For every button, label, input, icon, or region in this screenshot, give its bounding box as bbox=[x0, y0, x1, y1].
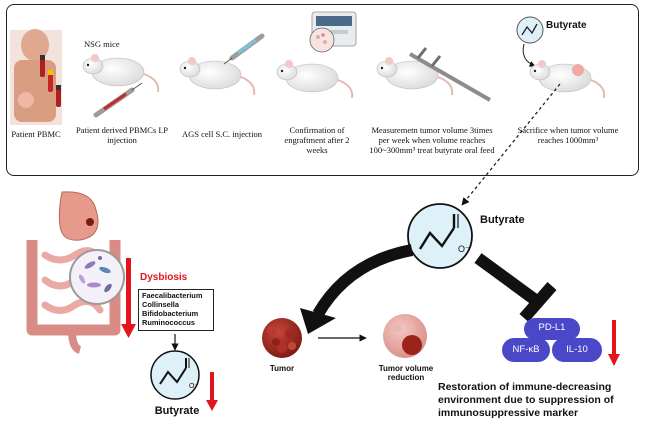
bacteria-item: Ruminococcus bbox=[142, 317, 195, 327]
butyrate-molecule-icon: O⁻ bbox=[150, 350, 200, 400]
tumor-icon bbox=[262, 318, 302, 358]
marker-il-10 bbox=[552, 338, 602, 362]
stomach-icon bbox=[58, 191, 99, 241]
analyzer-icon bbox=[309, 11, 357, 53]
bacteria-magnifier-icon bbox=[69, 249, 125, 305]
step-engraftment: Confirmation of engraftment after 2 week… bbox=[284, 125, 350, 155]
promote-arrow bbox=[300, 244, 414, 334]
marker-nf-kb-label: NF-κB bbox=[512, 344, 540, 355]
step-ags-injection: AGS cell S.C. injection bbox=[181, 129, 263, 139]
bacteria-item: Bifidobacterium bbox=[142, 308, 199, 318]
step-sacrifice: Sacrifice when tumor volume reaches 1000… bbox=[517, 125, 619, 145]
nsg-mice-label: NSG mice bbox=[84, 39, 120, 49]
gut-butyrate-label: Butyrate bbox=[154, 405, 200, 417]
svg-text:O⁻: O⁻ bbox=[189, 383, 198, 390]
bacteria-item: Collinsella bbox=[142, 299, 179, 309]
mouse-icon bbox=[179, 57, 256, 96]
marker-nf-kb bbox=[502, 338, 550, 362]
butyrate-down-arrow bbox=[206, 372, 218, 411]
step-patient-pbmc: Patient PBMC bbox=[11, 129, 61, 139]
tumor-label: Tumor bbox=[269, 364, 295, 373]
mouse-icon bbox=[276, 60, 354, 99]
restoration-text: Restoration of immune-decreasing environ… bbox=[438, 381, 614, 420]
bacteria-list: Faecalibacterium Collinsella Bifidobacte… bbox=[138, 289, 214, 331]
dotted-connector bbox=[461, 83, 561, 206]
tumor-reduction-icon bbox=[383, 314, 427, 358]
marker-pd-l1 bbox=[524, 318, 580, 340]
dysbiosis-down-arrow bbox=[121, 258, 136, 338]
butyrate-molecule-icon: O⁻ bbox=[407, 203, 473, 269]
step-pbmc-injection: Patient derived PBMCs I.P injection bbox=[75, 125, 169, 145]
inhibit-arrow bbox=[474, 253, 557, 322]
butyrate-molecule-icon bbox=[516, 16, 544, 44]
mouse-icon bbox=[529, 60, 606, 99]
step-measurement: Measuremetn tumor volume 3times per week… bbox=[369, 125, 495, 155]
protocol-panel bbox=[6, 4, 639, 176]
center-butyrate-label: Butyrate bbox=[480, 214, 525, 226]
syringe-icon bbox=[93, 82, 143, 118]
mouse-icon bbox=[82, 54, 160, 93]
marker-il-10-label: IL-10 bbox=[566, 344, 588, 355]
marker-down-arrow bbox=[608, 320, 620, 366]
butyrate-top-label: Butyrate bbox=[546, 20, 587, 31]
bacteria-item: Faecalibacterium bbox=[142, 291, 203, 300]
tumor-reduction-label: Tumor volume reduction bbox=[378, 364, 434, 383]
syringe-icon bbox=[223, 33, 265, 65]
patient-icon bbox=[10, 29, 62, 125]
svg-text:O⁻: O⁻ bbox=[458, 244, 470, 254]
marker-pd-l1-label: PD-L1 bbox=[538, 322, 566, 333]
caliper-icon bbox=[409, 47, 491, 102]
dysbiosis-label: Dysbiosis bbox=[140, 272, 188, 283]
mouse-icon bbox=[376, 57, 454, 96]
